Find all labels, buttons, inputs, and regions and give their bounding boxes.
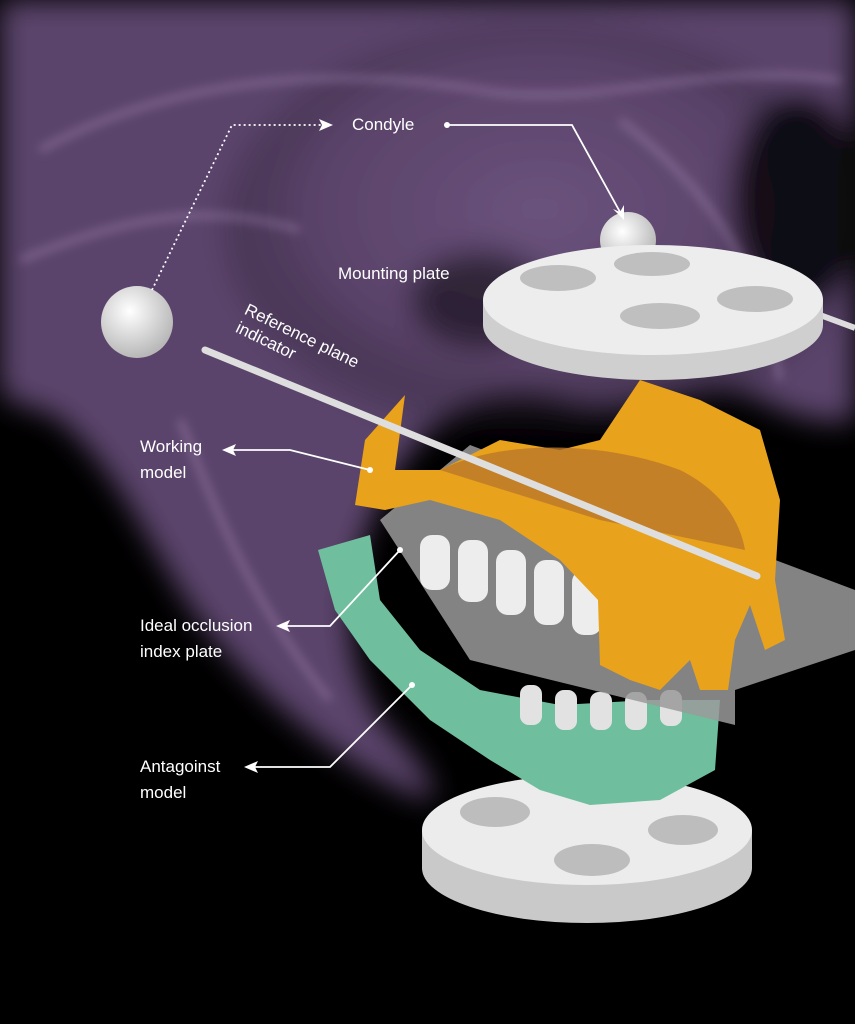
working-model-label-line2: model <box>140 463 187 482</box>
lower-mounting-plate <box>422 775 752 923</box>
antagonist-model-label: Antagoinst model <box>140 754 220 806</box>
upper-mounting-plate <box>483 212 855 380</box>
index-plate-label-line1: Ideal occlusion <box>140 616 253 635</box>
condyle-dotted-leader <box>151 124 322 291</box>
index-plate-label-line2: index plate <box>140 642 223 661</box>
arrowheads <box>222 119 624 773</box>
condyle-leader <box>447 124 621 213</box>
index-plate-leader <box>286 549 401 627</box>
condyle-label: Condyle <box>352 115 415 134</box>
reference-plane-indicator-rod <box>201 346 761 580</box>
leader-lines <box>151 124 621 768</box>
antagonist-label-line1: Antagoinst <box>140 757 221 776</box>
index-plate-label: Ideal occlusion index plate <box>140 613 252 665</box>
antagonist-model <box>318 535 720 805</box>
mounting-plate-label: Mounting plate <box>338 264 450 283</box>
left-condyle-sphere <box>101 286 173 358</box>
working-model-leader <box>232 449 371 471</box>
working-model <box>355 380 785 690</box>
skull-xray <box>0 0 855 800</box>
working-model-label: Working model <box>140 434 202 486</box>
antagonist-label-line2: model <box>140 783 187 802</box>
antagonist-leader <box>254 684 413 768</box>
working-model-label-line1: Working <box>140 437 203 456</box>
